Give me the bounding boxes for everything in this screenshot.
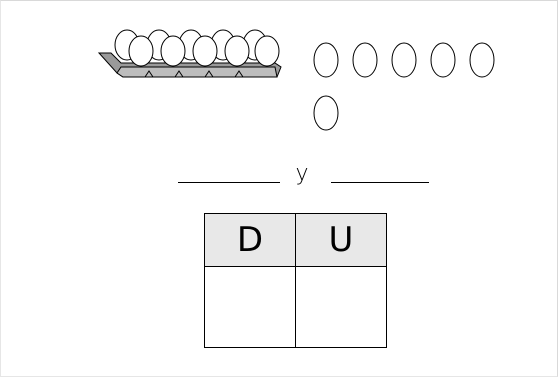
place-value-table: D U xyxy=(204,213,387,348)
answer-blank-units[interactable] xyxy=(331,182,429,183)
place-value-answer-row xyxy=(204,266,387,348)
units-answer-cell[interactable] xyxy=(295,266,387,348)
tray-egg xyxy=(128,35,154,67)
loose-egg xyxy=(352,42,378,78)
tens-header: D xyxy=(204,213,296,267)
tray-egg xyxy=(160,35,186,67)
tray-egg xyxy=(192,35,218,67)
tens-answer-cell[interactable] xyxy=(204,266,296,348)
units-header: U xyxy=(295,213,387,267)
egg-tray-front xyxy=(116,66,278,78)
egg-tray-slots xyxy=(144,70,244,78)
loose-egg xyxy=(430,42,456,78)
connector-word: y xyxy=(295,161,309,186)
loose-egg xyxy=(391,42,417,78)
loose-egg xyxy=(313,95,339,131)
egg-tray-front-row xyxy=(128,35,280,67)
egg-tray-illustration xyxy=(97,29,282,78)
answer-blank-tens[interactable] xyxy=(178,182,280,183)
loose-egg xyxy=(313,42,339,78)
place-value-header-row: D U xyxy=(204,213,387,267)
loose-eggs-illustration xyxy=(313,42,495,131)
loose-egg xyxy=(469,42,495,78)
tray-egg xyxy=(254,35,280,67)
tray-egg xyxy=(224,35,250,67)
